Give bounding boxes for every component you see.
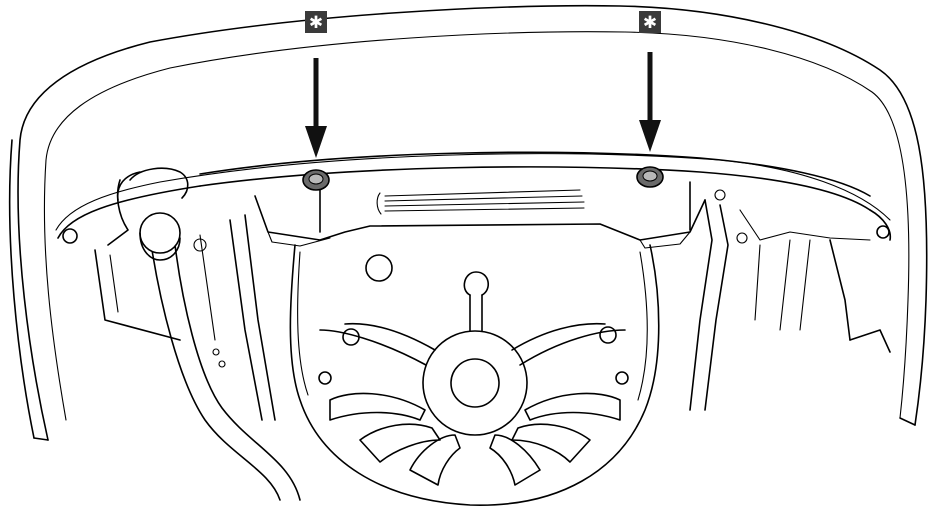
under-panel	[254, 181, 706, 249]
fastener-clip-left	[302, 169, 330, 191]
left-side-frame	[94, 179, 276, 421]
spare-tire-well	[289, 244, 660, 506]
callout-marker-right: ✱	[639, 11, 661, 33]
callout-marker-left: ✱	[305, 11, 327, 33]
fastener-clip-right	[636, 166, 664, 188]
callout-symbol-left: ✱	[309, 13, 323, 33]
arrow-left	[305, 58, 327, 158]
right-side-frame	[689, 189, 891, 411]
exhaust-pipe	[116, 167, 301, 501]
callout-symbol-right: ✱	[643, 13, 657, 33]
bumper-reinforcement	[57, 151, 892, 244]
arrow-right	[639, 52, 661, 152]
